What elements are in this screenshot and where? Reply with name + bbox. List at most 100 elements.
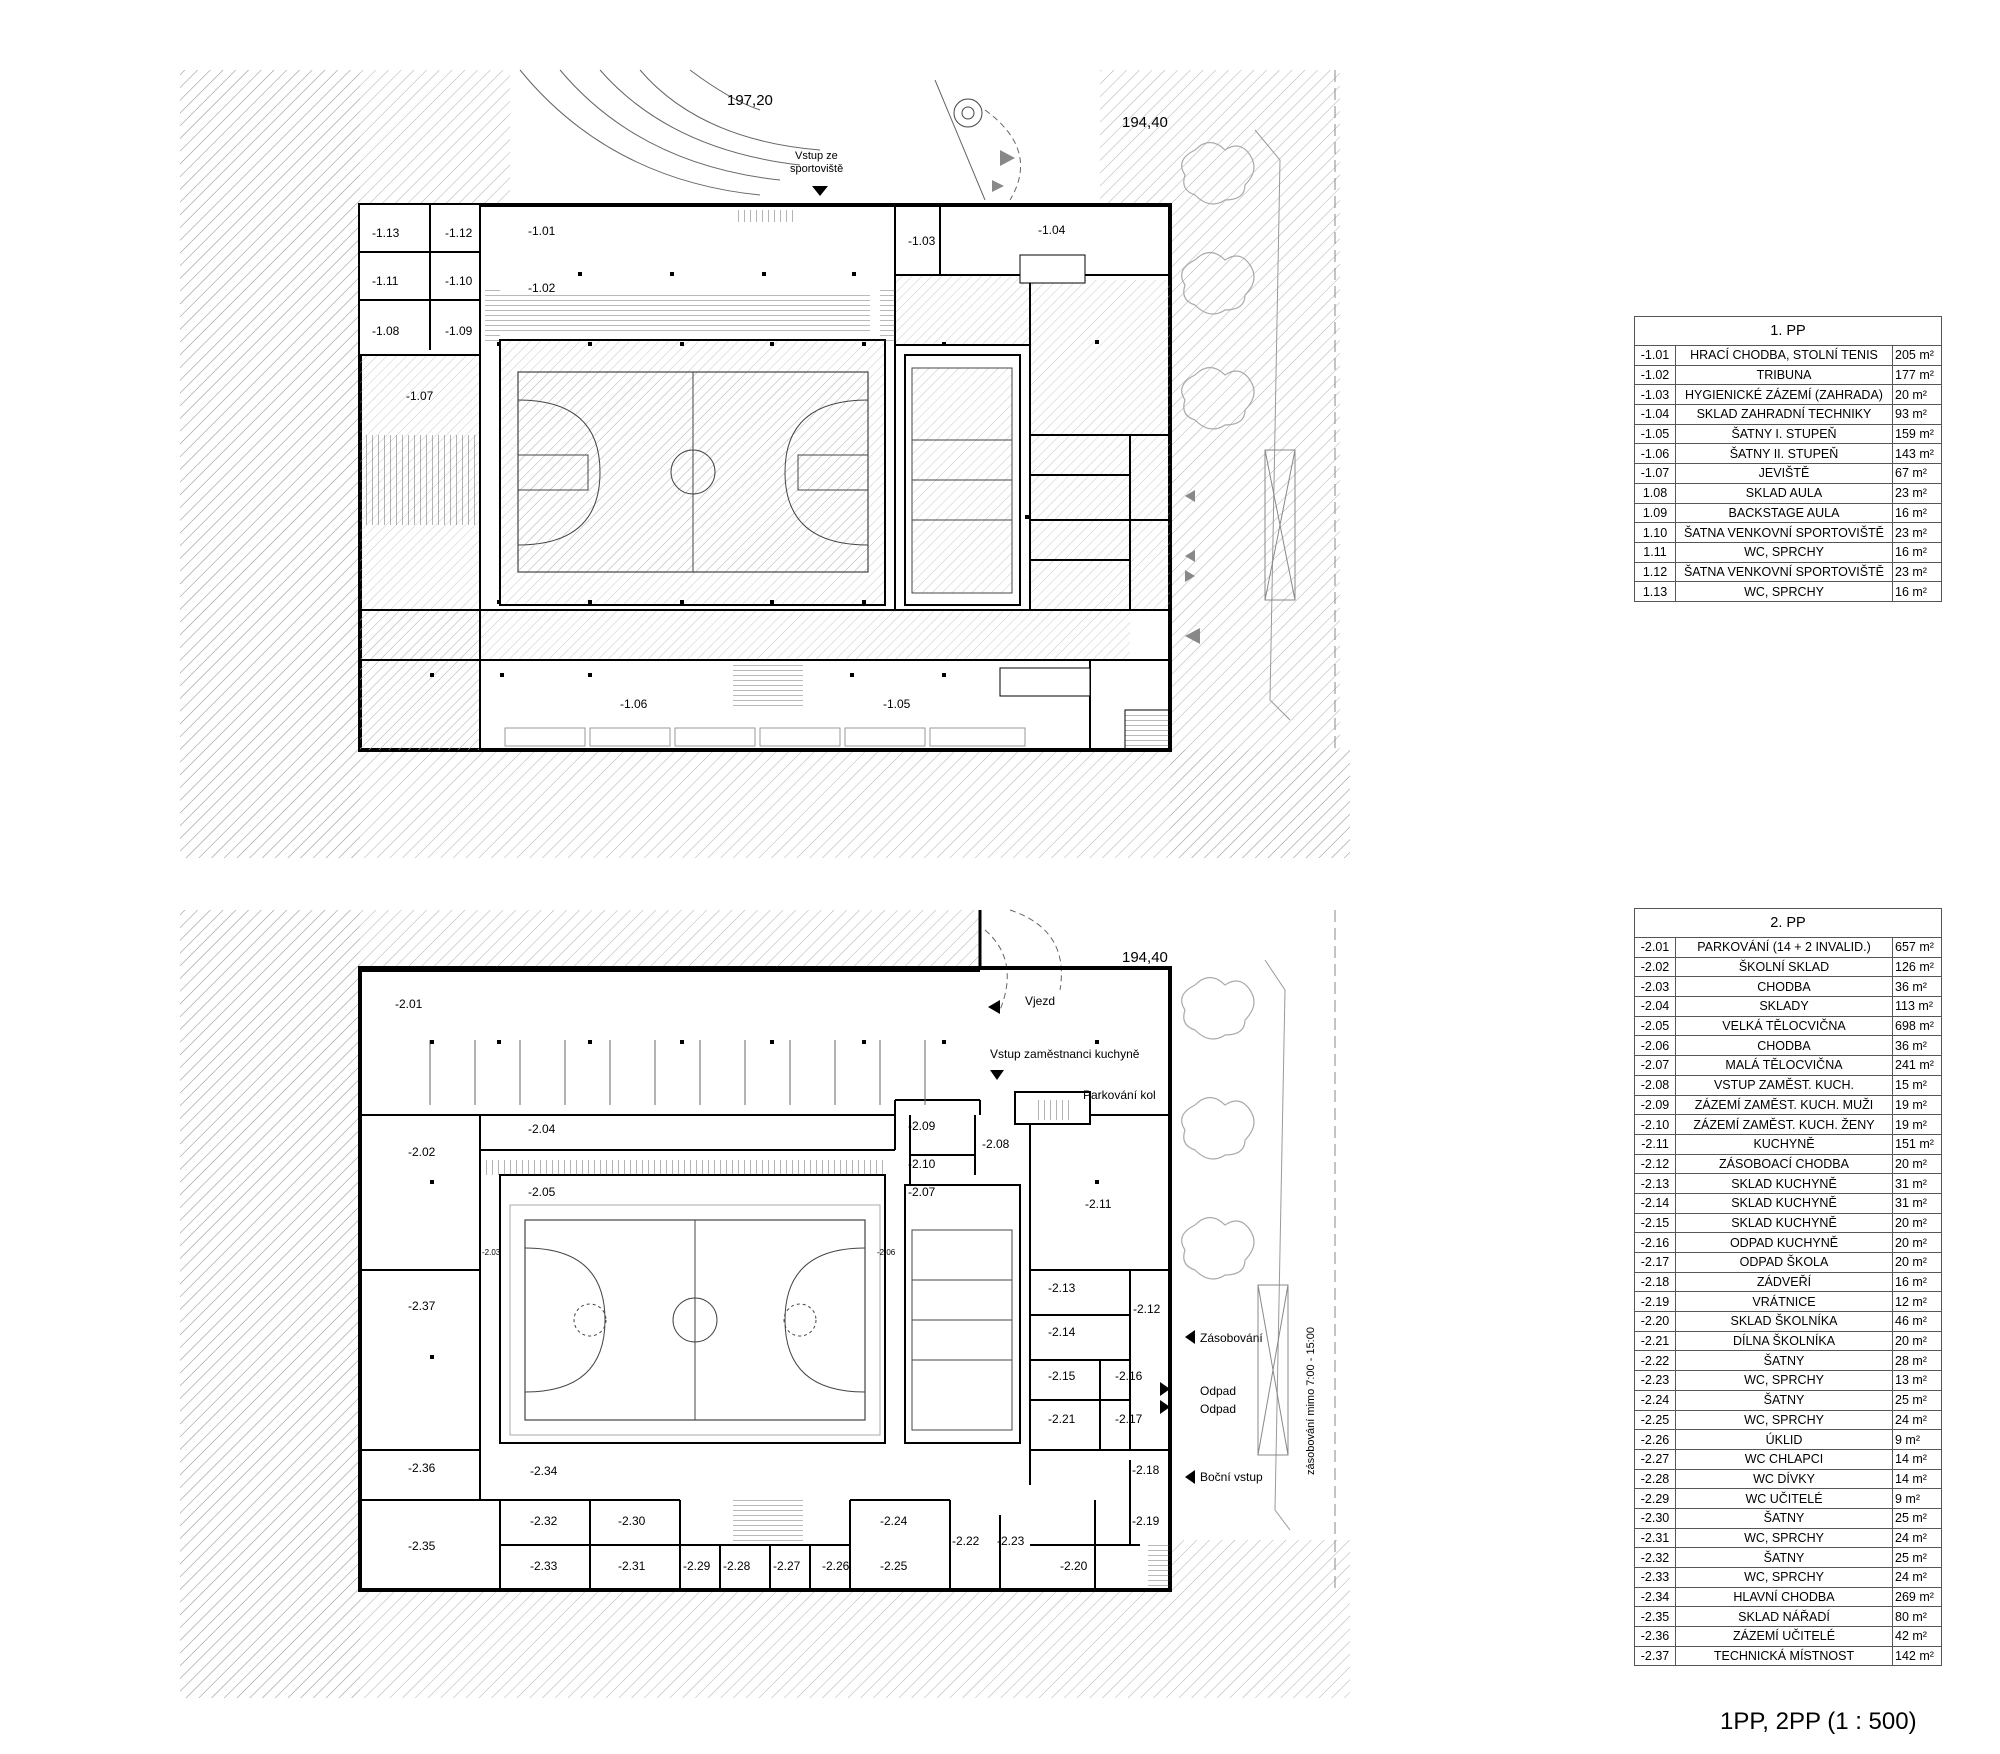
parking-stalls	[429, 1040, 926, 1105]
room-name: SKLAD NÁŘADÍ	[1675, 1606, 1893, 1628]
columns-1pp	[430, 272, 1099, 677]
room-code: -2.18	[1634, 1271, 1676, 1293]
room-code: -2.12	[1634, 1153, 1676, 1175]
room-code: -2.03	[1634, 976, 1676, 998]
room-name: VSTUP ZAMĚST. KUCH.	[1675, 1074, 1893, 1096]
room-code: -2.33	[1634, 1567, 1676, 1588]
room-code: -2.26	[1634, 1429, 1676, 1450]
room-area: 698 m²	[1892, 1015, 1942, 1037]
room-name: WC, SPRCHY	[1675, 1370, 1893, 1391]
drawing-title: 1PP, 2PP (1 : 500)	[1720, 1708, 1917, 1735]
room-name: WC, SPRCHY	[1675, 581, 1893, 602]
room-code: -1.06	[1634, 443, 1676, 465]
room-code: -2.30	[1634, 1507, 1676, 1529]
room-label: -2.37	[408, 1299, 436, 1313]
room-label: -2.14	[1048, 1325, 1076, 1339]
room-area: 13 m²	[1892, 1370, 1942, 1391]
room-label: -2.16	[1115, 1369, 1143, 1383]
room-label: -2.30	[618, 1514, 646, 1528]
room-label: -2.22	[952, 1534, 980, 1548]
room-label: -2.19	[1132, 1514, 1160, 1528]
room-code: -2.13	[1634, 1173, 1676, 1194]
room-code: -2.10	[1634, 1114, 1676, 1135]
room-name: SKLAD KUCHYNĚ	[1675, 1192, 1893, 1214]
well-circle	[953, 98, 983, 128]
room-label: -2.17	[1115, 1412, 1143, 1426]
room-label: -2.32	[530, 1514, 558, 1528]
room-area: 14 m²	[1892, 1468, 1942, 1490]
room-area: 14 m²	[1892, 1448, 1942, 1470]
room-code: -1.01	[1634, 345, 1676, 366]
room-code: 1.11	[1634, 541, 1676, 563]
room-name: WC, SPRCHY	[1675, 1567, 1893, 1588]
room-labels-1pp: -1.13 -1.12 -1.01 -1.03 -1.04 -1.11 -1.1…	[372, 223, 1066, 711]
room-name: ŠATNY I. STUPEŇ	[1675, 423, 1893, 445]
room-label: -2.12	[1133, 1302, 1161, 1316]
room-code: -2.11	[1634, 1133, 1676, 1155]
room-label: -2.03	[482, 1248, 501, 1257]
room-code: -2.17	[1634, 1252, 1676, 1273]
room-label: -2.26	[822, 1559, 850, 1573]
room-label: -2.29	[683, 1559, 711, 1573]
room-area: 24 m²	[1892, 1567, 1942, 1588]
room-area: 25 m²	[1892, 1389, 1942, 1411]
room-name: SKLAD KUCHYNĚ	[1675, 1173, 1893, 1194]
room-name: WC UČITELÉ	[1675, 1488, 1893, 1509]
room-label: -2.24	[880, 1514, 908, 1528]
room-name: WC DÍVKY	[1675, 1468, 1893, 1490]
room-area: 159 m²	[1892, 423, 1942, 445]
room-label: -1.05	[883, 697, 911, 711]
room-label: -2.34	[530, 1464, 558, 1478]
room-label: -2.10	[908, 1157, 936, 1171]
room-area: 31 m²	[1892, 1173, 1942, 1194]
room-code: 1.08	[1634, 482, 1676, 504]
room-code: -1.04	[1634, 404, 1676, 425]
sports-field-arcs	[519, 69, 821, 196]
room-label: -2.06	[877, 1248, 896, 1257]
room-area: 16 m²	[1892, 1271, 1942, 1293]
room-name: ŠATNY	[1675, 1389, 1893, 1411]
room-name: ODPAD KUCHYNĚ	[1675, 1232, 1893, 1253]
kitchen-staff-entry-label: Vstup zaměstnanci kuchyně	[990, 1047, 1140, 1061]
room-label: -2.01	[395, 997, 423, 1011]
room-label: -1.04	[1038, 223, 1066, 237]
elevation-label-2pp: 194,40	[1122, 949, 1168, 966]
tribune-stairs	[500, 295, 870, 335]
room-label: -2.35	[408, 1539, 436, 1553]
room-area: 46 m²	[1892, 1311, 1942, 1332]
elevation-label-1: 197,20	[727, 92, 773, 109]
room-code: -2.20	[1634, 1311, 1676, 1332]
room-label: -1.06	[620, 697, 648, 711]
room-code: -1.05	[1634, 423, 1676, 445]
trees-2pp	[1181, 976, 1255, 1280]
room-label: -1.01	[528, 224, 556, 238]
waste-label-2: Odpad	[1200, 1402, 1236, 1416]
room-name: SKLAD ŠKOLNÍKA	[1675, 1311, 1893, 1332]
room-area: 12 m²	[1892, 1291, 1942, 1313]
room-name: ŠATNY II. STUPEŇ	[1675, 443, 1893, 465]
room-label: -2.13	[1048, 1281, 1076, 1295]
room-label: -2.28	[723, 1559, 751, 1573]
room-code: -2.19	[1634, 1291, 1676, 1313]
room-label: -2.04	[528, 1122, 556, 1136]
room-area: 142 m²	[1892, 1645, 1942, 1667]
room-area: 205 m²	[1892, 345, 1942, 366]
room-label: -2.25	[880, 1559, 908, 1573]
room-code: 1.12	[1634, 561, 1676, 583]
room-code: -2.35	[1634, 1606, 1676, 1628]
